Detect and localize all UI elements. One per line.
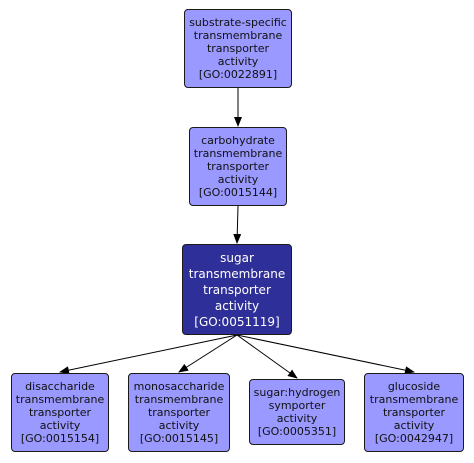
node-label-line: transporter <box>203 282 271 297</box>
node-label-line: monosaccharide <box>133 380 225 393</box>
node-label-line: activity <box>217 173 259 186</box>
node-label-line: sugar:hydrogen <box>253 386 341 399</box>
node-label-line: symporter <box>268 399 326 412</box>
node-go-id: [GO:0042947] <box>374 432 454 445</box>
node-label-line: transporter <box>206 160 270 173</box>
node-carbohydrate-transmembrane-transporter-activity[interactable]: carbohydrate transmembrane transporter a… <box>189 127 287 206</box>
node-label-line: transmembrane <box>193 147 283 160</box>
edge-n3-to-n5 <box>178 334 238 373</box>
node-go-id: [GO:0005351] <box>257 425 337 438</box>
node-label-line: activity <box>39 419 81 432</box>
node-label-line: activity <box>214 298 260 313</box>
node-label-line: activity <box>158 419 200 432</box>
node-sugar-hydrogen-symporter-activity[interactable]: sugar:hydrogen symporter activity [GO:00… <box>249 379 345 445</box>
node-label-line: transporter <box>147 406 211 419</box>
node-label-line: activity <box>276 412 318 425</box>
edge-n2-to-n3 <box>233 205 242 244</box>
node-go-id: [GO:0015144] <box>198 186 278 199</box>
node-label-line: transmembrane <box>134 393 224 406</box>
node-label-line: transporter <box>28 406 92 419</box>
node-go-id: [GO:0015145] <box>139 432 219 445</box>
node-label-line: activity <box>217 55 259 68</box>
node-label-line: transporter <box>206 42 270 55</box>
edge-n3-to-n4 <box>59 334 238 375</box>
node-label-line: transmembrane <box>188 266 286 281</box>
node-label-line: transporter <box>382 406 446 419</box>
node-monosaccharide-transmembrane-transporter-activity[interactable]: monosaccharide transmembrane transporter… <box>128 373 230 452</box>
node-go-id: [GO:0022891] <box>198 68 278 81</box>
node-substrate-specific-transmembrane-transporter-activity[interactable]: substrate-specific transmembrane transpo… <box>184 9 292 88</box>
node-glucoside-transmembrane-transporter-activity[interactable]: glucoside transmembrane transporter acti… <box>364 373 464 452</box>
node-disaccharide-transmembrane-transporter-activity[interactable]: disaccharide transmembrane transporter a… <box>11 373 109 452</box>
edge-n3-to-n6 <box>236 334 298 379</box>
node-label-line: substrate-specific <box>189 16 287 29</box>
node-label-line: transmembrane <box>15 393 105 406</box>
node-label-line: carbohydrate <box>201 134 275 147</box>
node-label-line: activity <box>393 419 435 432</box>
node-go-id: [GO:0015154] <box>20 432 100 445</box>
node-sugar-transmembrane-transporter-activity[interactable]: sugar transmembrane transporter activity… <box>182 244 292 335</box>
node-go-id: [GO:0051119] <box>194 314 280 329</box>
node-label-line: sugar <box>220 250 254 265</box>
node-label-line: disaccharide <box>25 380 95 393</box>
edge-n3-to-n7 <box>236 334 415 375</box>
node-label-line: transmembrane <box>193 29 283 42</box>
node-label-line: transmembrane <box>369 393 459 406</box>
node-label-line: glucoside <box>387 380 441 393</box>
